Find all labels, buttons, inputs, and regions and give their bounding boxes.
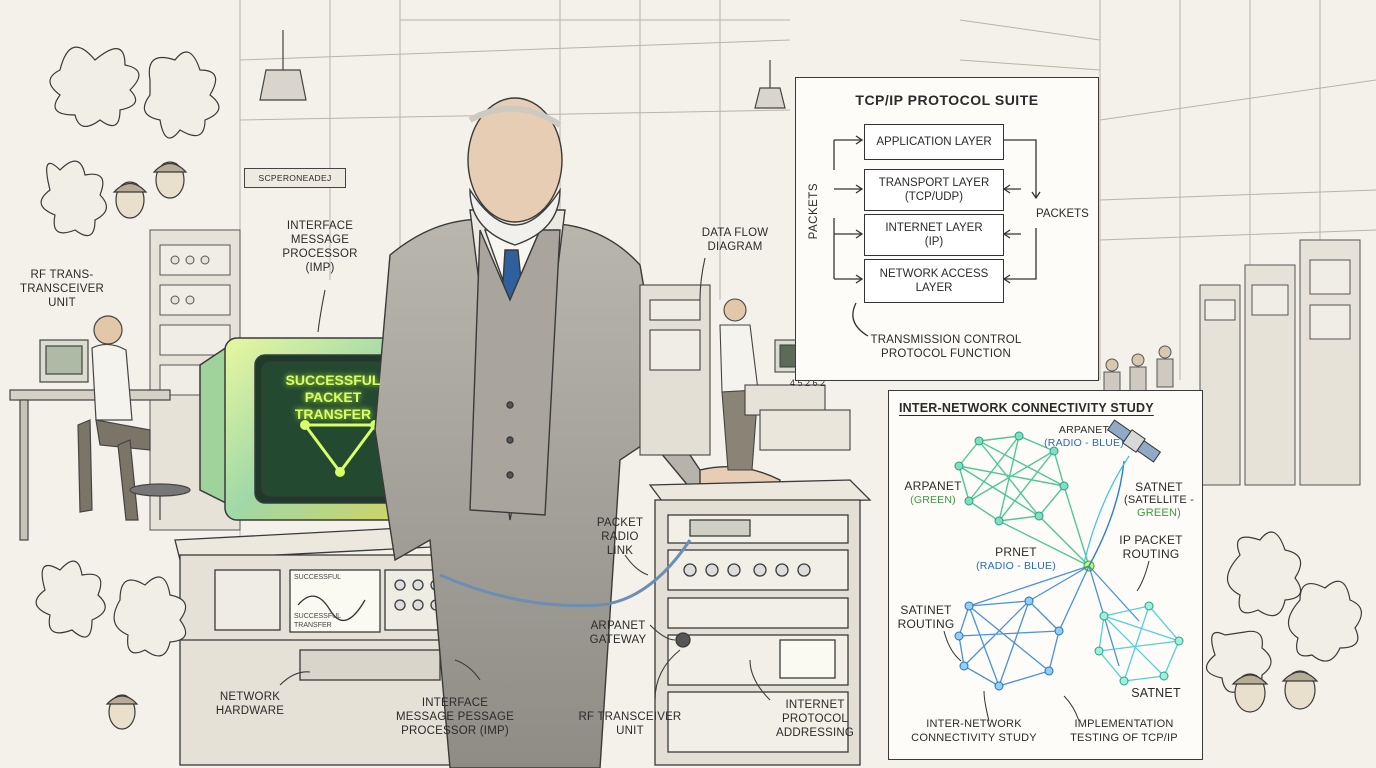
screen-line-1: SUCCESSFUL — [285, 372, 381, 388]
imp-hardware-cabinet — [174, 524, 472, 766]
label-arpanet-radio-blue: ARPANET(RADIO - BLUE) — [1044, 424, 1124, 449]
screen-line-2: PACKET TRANSFER — [294, 389, 372, 422]
tcpip-arrows — [833, 135, 1041, 337]
acorn-icon — [105, 161, 1319, 730]
layer-internet: INTERNET LAYER(IP) — [864, 214, 1004, 256]
man-in-suit — [374, 97, 781, 768]
packet-radio-cable — [439, 539, 692, 608]
crt-monitor — [199, 337, 426, 521]
layer-application: APPLICATION LAYER — [864, 124, 1004, 160]
arpanet-gateway-rack — [648, 479, 872, 766]
label-prnet: PRNET(RADIO - BLUE) — [976, 545, 1056, 572]
satellite-icon — [1106, 419, 1162, 463]
label-satnet-bottom: SATNET — [1131, 686, 1181, 700]
label-satnet-satellite-green: SATNET(SATELLITE -GREEN) — [1123, 480, 1195, 520]
standing-engineer — [639, 284, 851, 471]
tcpip-suite-title: TCP/IP PROTOCOL SUITE — [855, 92, 1039, 108]
wall-sign: SCPERONEADEJ — [244, 168, 346, 188]
scope-text-bottom: SUCCESSFUL TRANSFER — [294, 613, 341, 629]
monitor-screen-text: SUCCESSFUL PACKET TRANSFER — [268, 372, 398, 423]
panel-display: 4 5 2 6 2 — [790, 378, 826, 388]
study-title: INTER-NETWORK CONNECTIVITY STUDY — [899, 401, 1154, 415]
label-arpanet-green: ARPANET(GREEN) — [904, 479, 962, 506]
scope-text: SUCCESSFUL SUCCESSFUL TRANSFER — [294, 573, 378, 630]
connectivity-study-panel: INTER-NETWORK CONNECTIVITY STUDY — [888, 390, 1203, 760]
background-rack-right — [1103, 239, 1361, 486]
packets-right-label: PACKETS — [1036, 208, 1089, 220]
tcpip-suite-panel: TCP/IP PROTOCOL SUITE APPLICATION LAYER … — [795, 77, 1099, 381]
scope-text-top: SUCCESSFUL — [294, 574, 342, 581]
ceiling-lamp-icon — [259, 30, 786, 109]
seated-engineer — [9, 315, 191, 541]
network-graph — [943, 419, 1184, 722]
layer-transport: TRANSPORT LAYER(TCP/UDP) — [864, 169, 1004, 211]
prnet-satnet-mesh — [958, 565, 1140, 687]
